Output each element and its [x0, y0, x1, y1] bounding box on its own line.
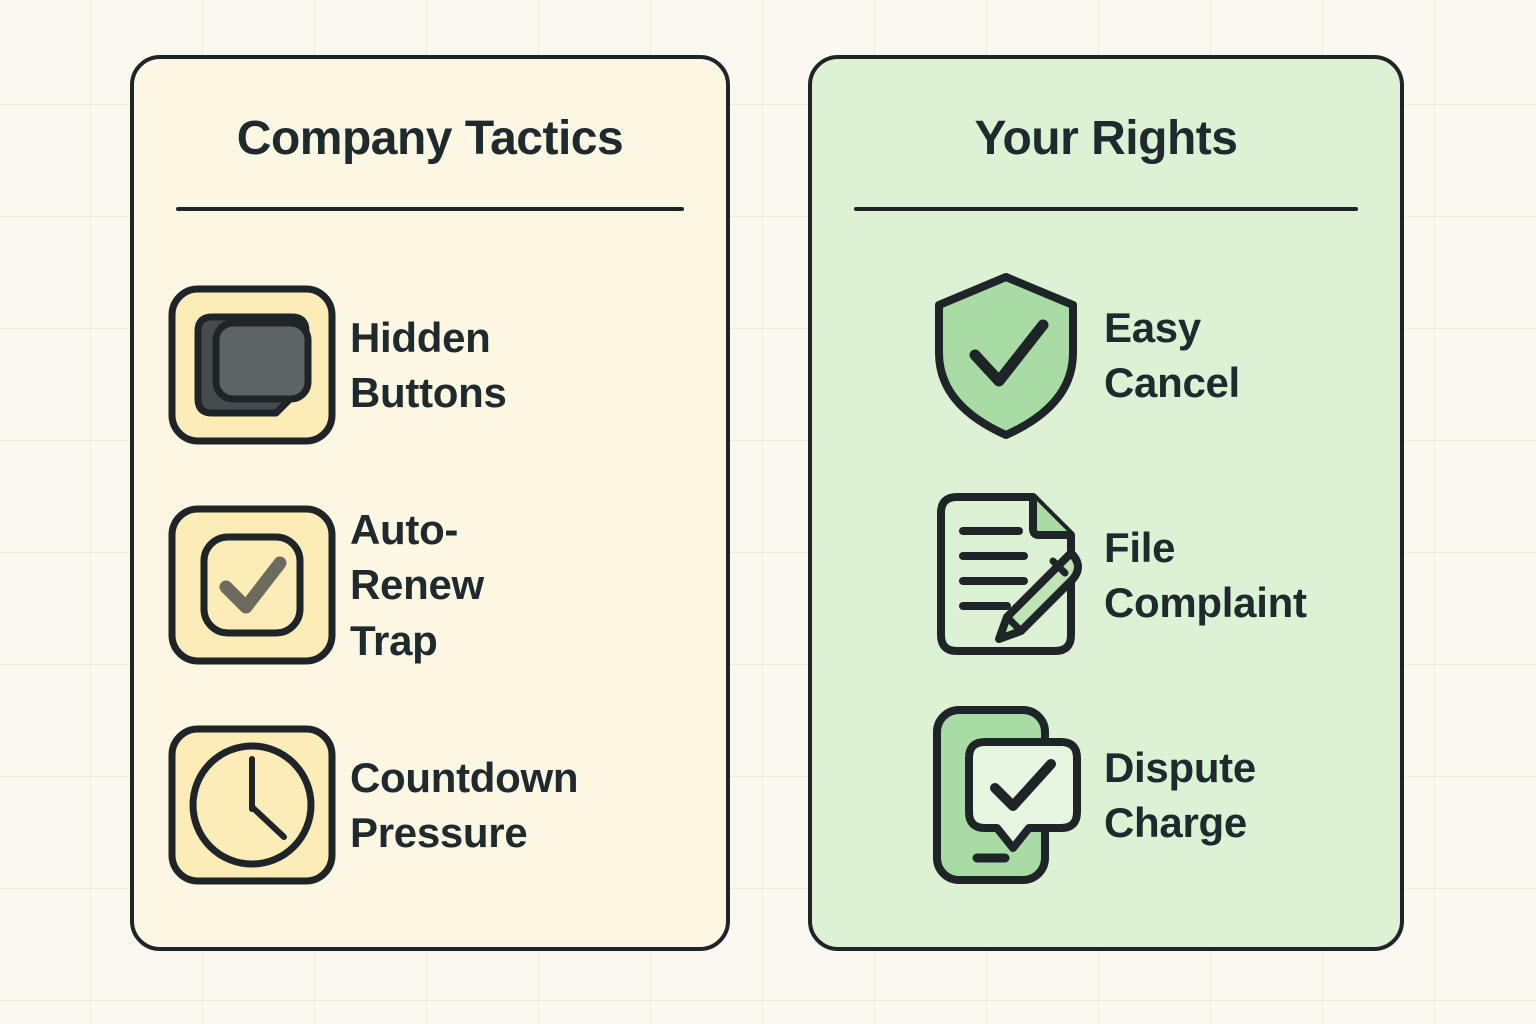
phone-chat-check-icon [908, 702, 1104, 888]
shield-check-icon [908, 265, 1104, 445]
list-item-label: File Complaint [1104, 523, 1307, 626]
list-item: Countdown Pressure [134, 695, 726, 915]
list-item: Hidden Buttons [134, 255, 726, 475]
card-divider-right [854, 207, 1358, 211]
list-item: Auto- Renew Trap [134, 475, 726, 695]
list-item-label: Easy Cancel [1104, 303, 1240, 406]
list-item-label: Auto- Renew Trap [350, 505, 484, 664]
clock-icon [154, 717, 350, 893]
card-your-rights: Your Rights Easy Cancel [808, 55, 1404, 951]
document-pencil-icon [908, 485, 1104, 665]
tactics-list: Hidden Buttons Auto- Renew Trap [134, 255, 726, 915]
list-item: Dispute Charge [812, 685, 1400, 905]
list-item: File Complaint [812, 465, 1400, 685]
list-item: Easy Cancel [812, 245, 1400, 465]
checkbox-checked-icon [154, 497, 350, 673]
card-title-your-rights: Your Rights [974, 112, 1238, 165]
card-company-tactics: Company Tactics Hidden Buttons [130, 55, 730, 951]
card-title-company-tactics: Company Tactics [236, 112, 624, 165]
hidden-buttons-icon [154, 277, 350, 453]
rights-list: Easy Cancel [812, 245, 1400, 905]
list-item-label: Hidden Buttons [350, 313, 507, 416]
card-divider-left [176, 207, 684, 211]
list-item-label: Countdown Pressure [350, 753, 579, 856]
list-item-label: Dispute Charge [1104, 743, 1256, 846]
